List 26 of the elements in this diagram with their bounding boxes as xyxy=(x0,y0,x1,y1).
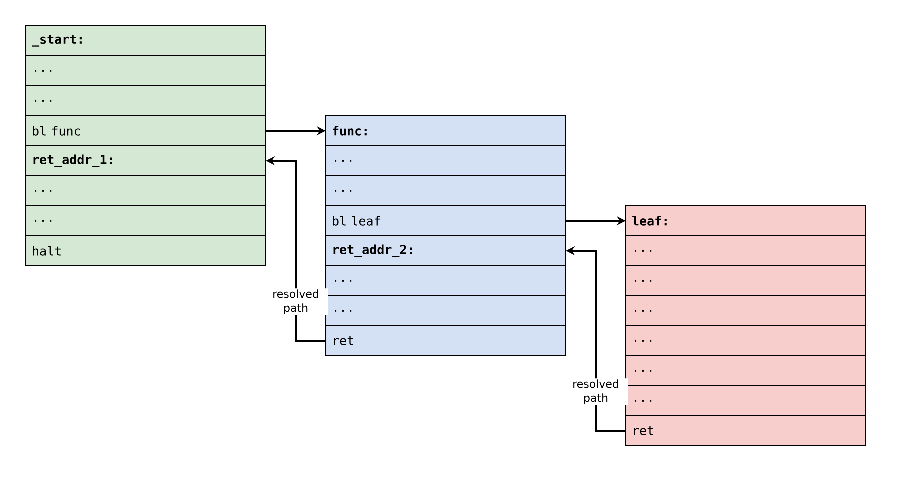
code-row: ... xyxy=(326,176,566,206)
code-row: ... xyxy=(26,56,266,86)
code-row: ret xyxy=(326,326,566,356)
code-row: ... xyxy=(626,296,866,326)
code-row: leaf: xyxy=(626,206,866,236)
code-row: ... xyxy=(626,386,866,416)
edge-label: resolved path xyxy=(264,288,328,316)
edge-label: resolved path xyxy=(564,378,628,406)
code-row: ... xyxy=(26,176,266,206)
code-row: ... xyxy=(326,296,566,326)
code-row: _start: xyxy=(26,26,266,56)
code-row: ... xyxy=(326,146,566,176)
code-row: bl func xyxy=(26,116,266,146)
code-row: ... xyxy=(626,326,866,356)
code-row: ... xyxy=(26,206,266,236)
code-row: ret_addr_1: xyxy=(26,146,266,176)
code-row: ... xyxy=(626,266,866,296)
code-row: ret xyxy=(626,416,866,446)
code-row: ... xyxy=(626,236,866,266)
code-row: func: xyxy=(326,116,566,146)
code-row: ... xyxy=(326,266,566,296)
code-row: halt xyxy=(26,236,266,266)
code-row: bl leaf xyxy=(326,206,566,236)
code-row: ... xyxy=(626,356,866,386)
code-row: ... xyxy=(26,86,266,116)
code-row: ret_addr_2: xyxy=(326,236,566,266)
